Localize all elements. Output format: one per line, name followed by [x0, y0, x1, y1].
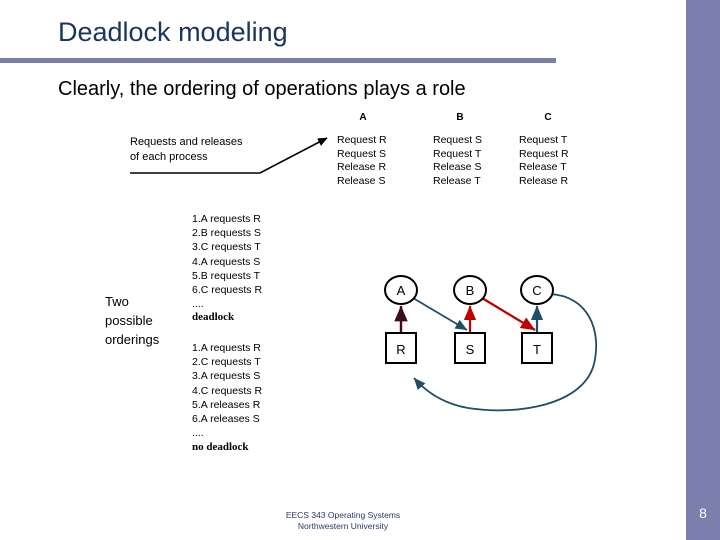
edge-a-to-s: [412, 297, 468, 331]
process-op: Release S: [433, 161, 482, 173]
resource-allocation-graph: A B C R S T: [384, 275, 598, 412]
graph-node-label-r: R: [396, 342, 405, 357]
process-op: Request S: [433, 134, 483, 146]
process-op: Request S: [337, 147, 387, 160]
ordering-step: 5.A releases R: [192, 398, 261, 411]
ordering-step: 5.B requests T: [192, 269, 261, 282]
graph-node-process-a: [384, 275, 418, 305]
graph-node-resource-t: [521, 332, 553, 364]
graph-node-label-t: T: [533, 342, 541, 357]
ordering-step: 4.A requests S: [192, 255, 261, 268]
orderings-label-line-2: possible: [105, 313, 153, 328]
page-title: Deadlock modeling: [58, 17, 288, 47]
caption-line-2: of each process: [130, 151, 208, 163]
edge-c-to-r: [413, 293, 598, 412]
graph-node-label-b: B: [466, 283, 475, 298]
process-ops-c: Request T Request R Release T Release R: [519, 134, 569, 188]
graph-node-process-b: [453, 275, 487, 305]
ordering-step: 1.A requests R: [192, 342, 261, 354]
ordering-step: 2.B requests S: [192, 227, 261, 240]
ordering-step: 1.A requests R: [192, 213, 261, 225]
ordering-step: 4.C requests R: [192, 384, 263, 397]
caption-line-1: Requests and releases: [130, 136, 243, 148]
footer-line-1: EECS 343 Operating Systems: [285, 510, 401, 520]
title-divider: [0, 58, 556, 63]
ordering-step: 3.C requests T: [192, 241, 261, 254]
process-op: Request T: [519, 134, 568, 146]
graph-node-label-s: S: [466, 342, 475, 357]
orderings-label-line-1: Two: [105, 294, 129, 309]
graph-node-resource-r: [385, 332, 417, 364]
process-op: Request R: [337, 134, 387, 146]
slide-subtitle: Clearly, the ordering of operations play…: [58, 78, 466, 100]
process-op: Request T: [433, 147, 482, 160]
ordering-verdict-2: no deadlock: [192, 441, 249, 453]
process-ops-b: Request S Request T Release S Release T: [433, 134, 482, 188]
pointer-arrow-icon: [130, 137, 328, 174]
process-op: Request R: [519, 147, 569, 160]
process-op: Release T: [519, 161, 567, 173]
ordering-list-1: 1.A requests R 2.B requests S 3.C reques…: [192, 212, 262, 297]
process-column-header-c: C: [544, 112, 552, 123]
process-ops-a: Request R Request S Release R Release S: [337, 134, 387, 188]
ordering-list-2: 1.A requests R 2.C requests T 3.A reques…: [192, 341, 262, 426]
process-op: Release R: [519, 174, 569, 187]
graph-node-resource-s: [454, 332, 486, 364]
footer-line-2: Northwestern University: [297, 521, 389, 531]
graph-node-label-a: A: [397, 283, 406, 298]
caption-requests-releases: Requests and releases of each process: [130, 135, 243, 165]
ordering-step: 3.A requests S: [192, 370, 261, 383]
process-column-header-a: A: [359, 112, 367, 123]
orderings-label: Two possible orderings: [105, 292, 159, 349]
ordering-step: 6.A releases S: [192, 413, 260, 426]
ordering-step: 6.C requests R: [192, 284, 263, 297]
orderings-label-line-3: orderings: [105, 332, 160, 347]
ordering-step: 2.C requests T: [192, 356, 261, 369]
ordering-verdict-1: deadlock: [192, 311, 235, 323]
ordering-ellipsis-1: ....: [192, 298, 204, 310]
slide-footer: EECS 343 Operating Systems Northwestern …: [0, 510, 686, 532]
slide-accent-band: [686, 0, 720, 540]
ordering-ellipsis-2: ....: [192, 427, 204, 439]
process-column-header-b: B: [456, 112, 464, 123]
page-number: 8: [699, 505, 707, 521]
graph-node-process-c: [520, 275, 554, 305]
graph-node-label-c: C: [532, 283, 541, 298]
process-op: Release R: [337, 161, 387, 173]
process-op: Release T: [433, 174, 481, 187]
edge-b-to-t: [481, 297, 536, 331]
process-op: Release S: [337, 174, 386, 187]
